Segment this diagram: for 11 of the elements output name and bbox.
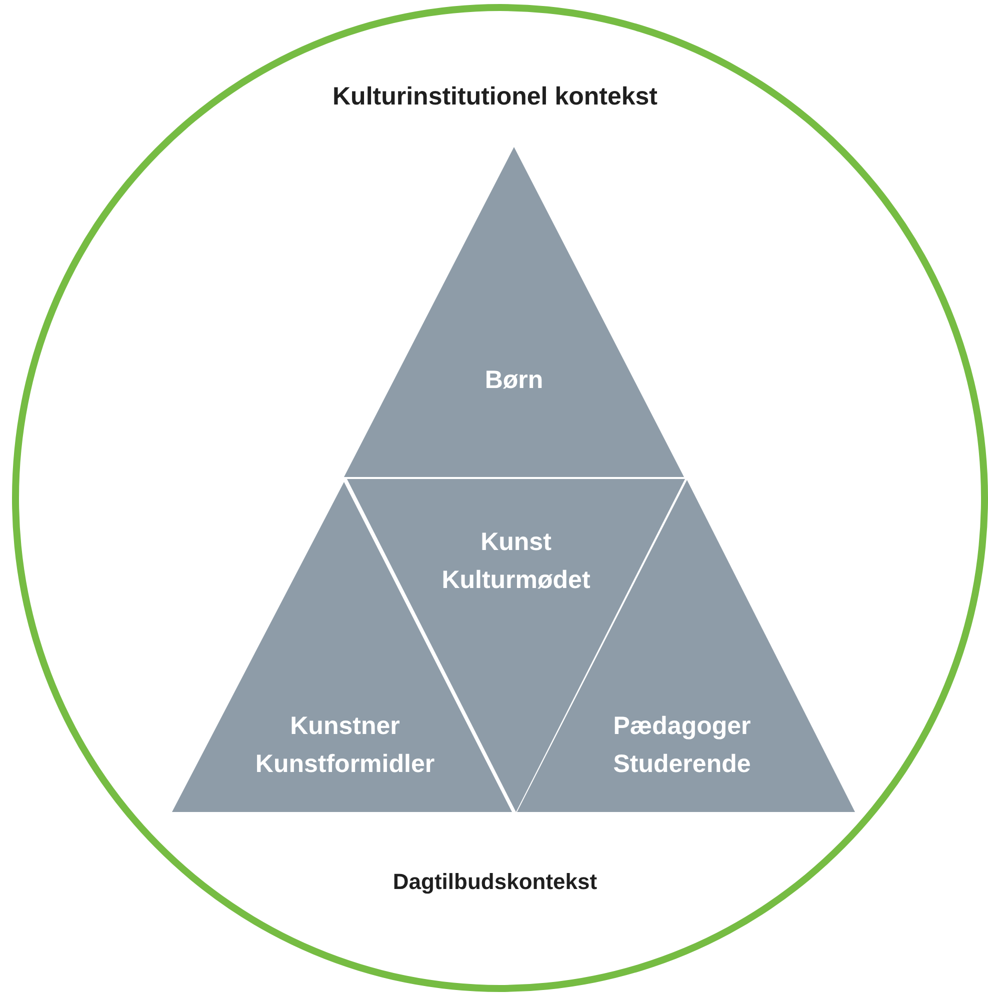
triangle-label: Pædagoger [613, 711, 751, 742]
triangle-label: Kunst [480, 527, 552, 558]
context-heading: Kulturinstitutionel kontekst [332, 82, 658, 112]
context-circle [12, 4, 988, 992]
triangle-label: Kunstformidler [255, 749, 435, 780]
triangle-label: Studerende [613, 749, 751, 780]
triangle-shape [344, 147, 684, 477]
context-heading: Dagtilbudskontekst [392, 869, 598, 895]
triangle-label: Kulturmødet [442, 565, 590, 596]
triangle-label: Kunstner [290, 711, 400, 742]
triangle-label: Børn [484, 365, 544, 396]
